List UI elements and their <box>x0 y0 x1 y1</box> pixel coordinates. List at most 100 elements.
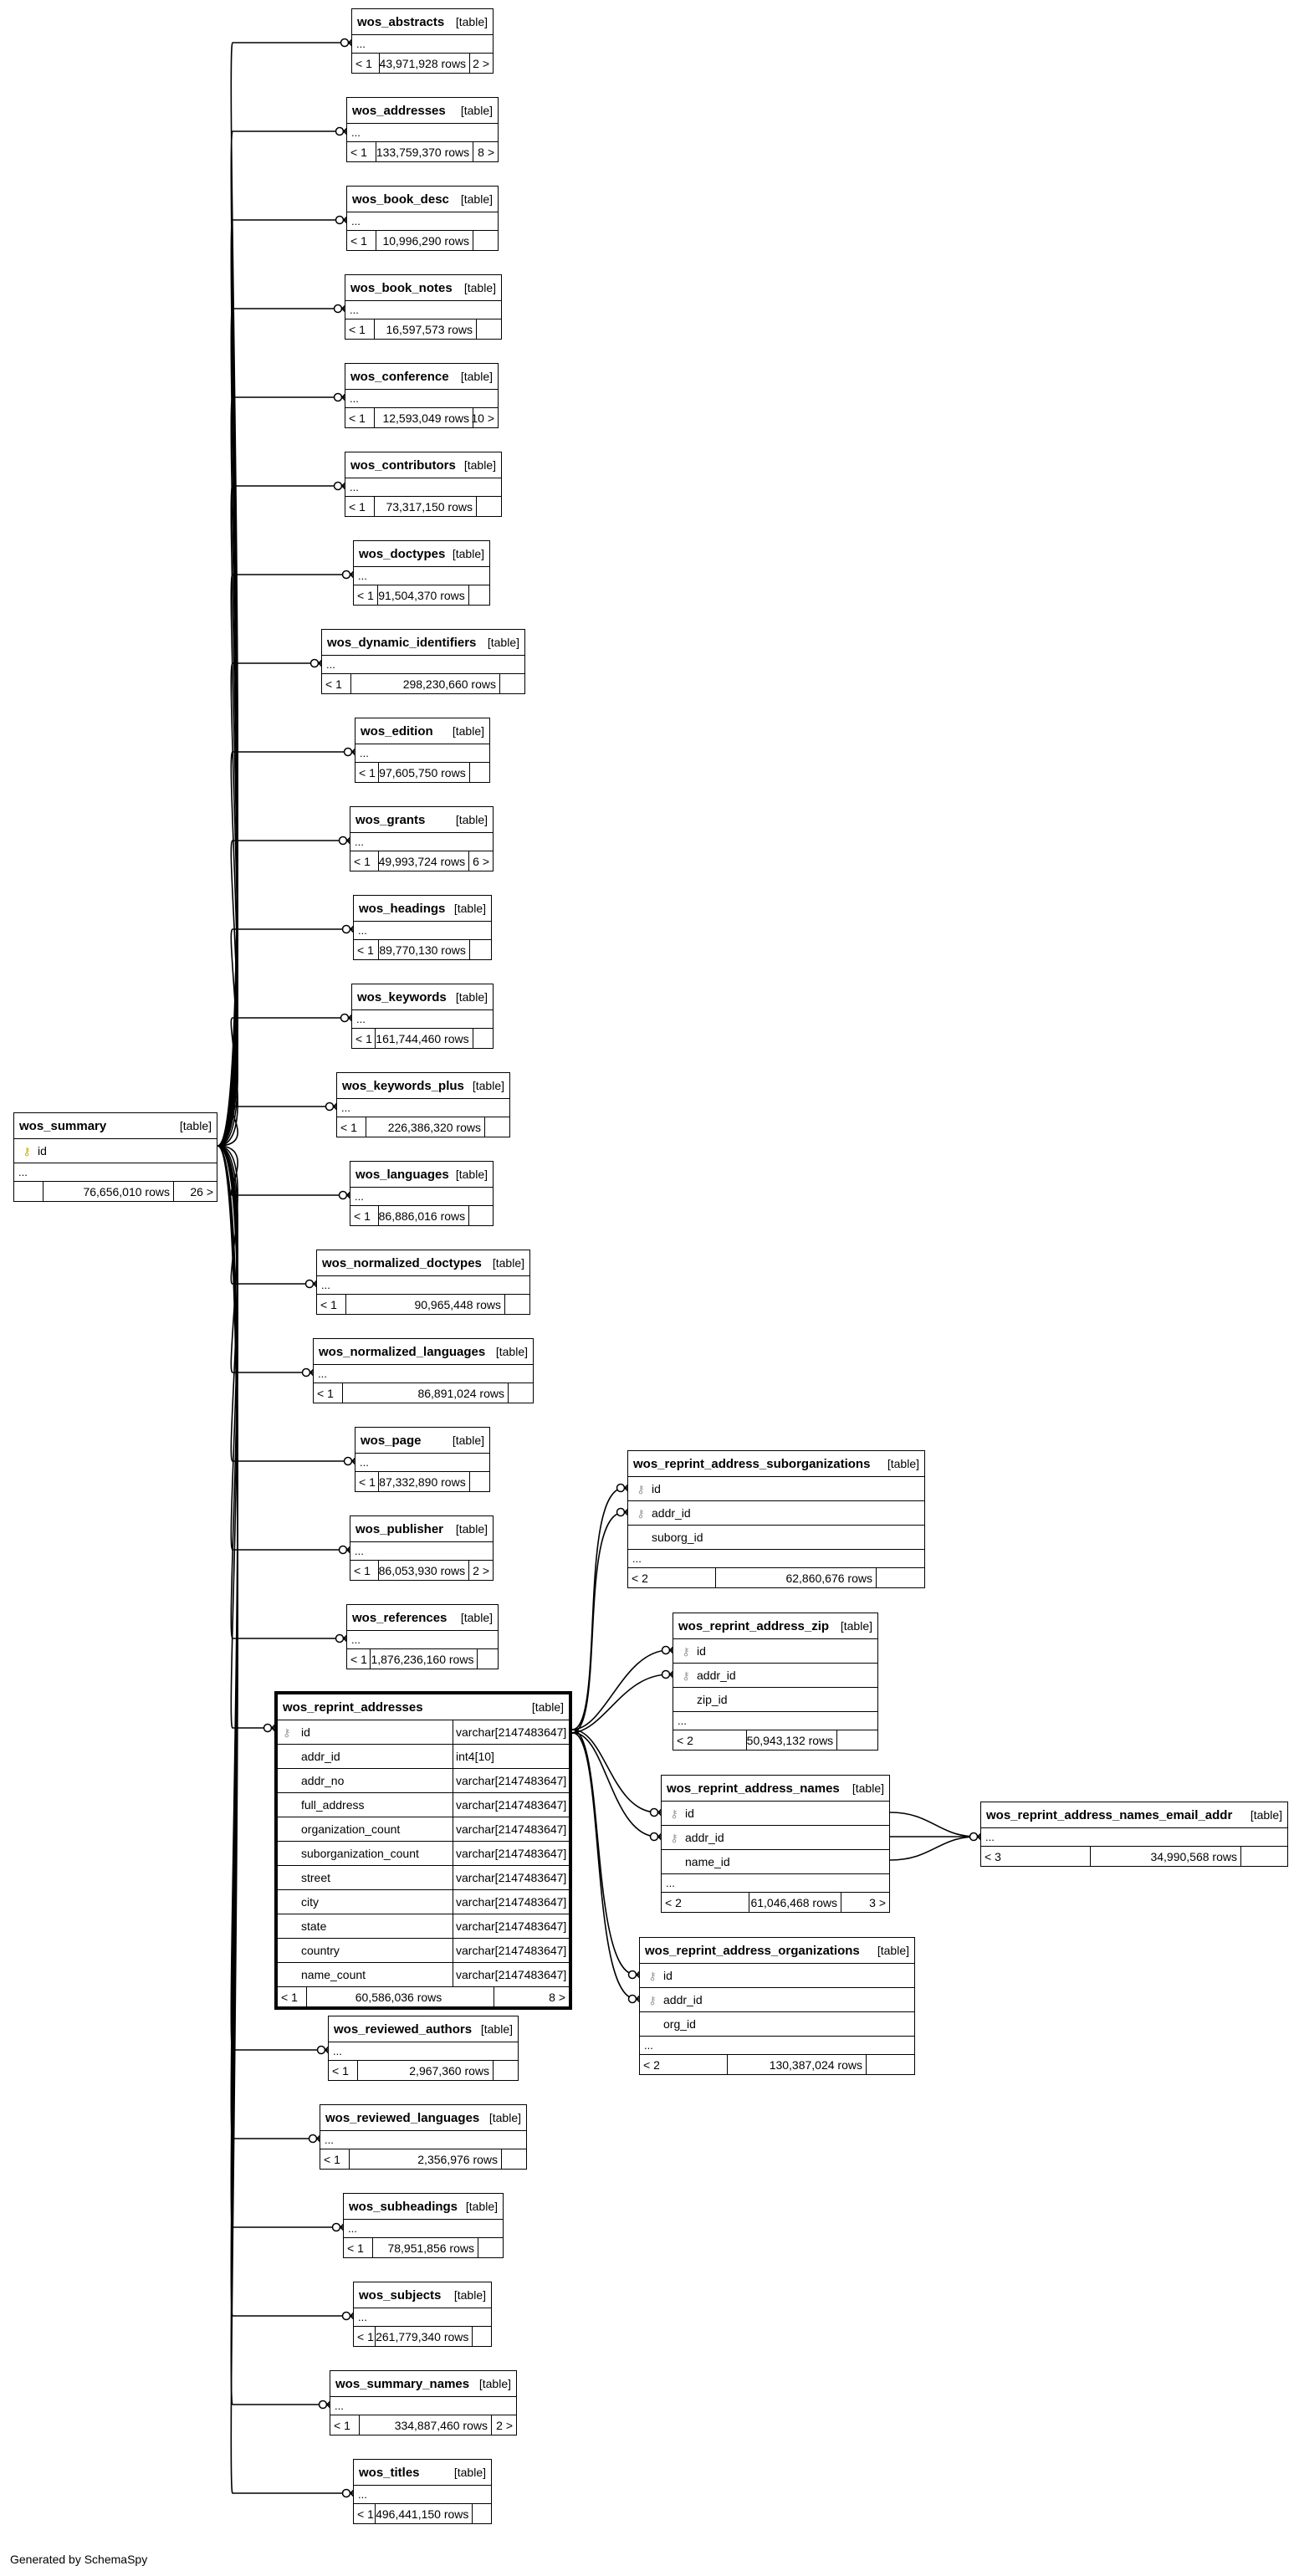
child-count <box>477 1649 498 1669</box>
table-wos-reprint-address-zip[interactable]: wos_reprint_address_zip [table] ⚷id⚷addr… <box>673 1613 878 1751</box>
table-name[interactable]: wos_reviewed_authors <box>334 2021 473 2037</box>
table-name[interactable]: wos_doctypes <box>359 546 446 561</box>
table-name[interactable]: wos_summary <box>19 1118 107 1133</box>
table-wos-abstracts[interactable]: wos_abstracts [table] ... < 1 43,971,928… <box>351 8 494 74</box>
edge-end-15-circle <box>301 1367 311 1377</box>
key-icon: ⚷ <box>23 1144 31 1158</box>
table-name[interactable]: wos_reprint_address_zip <box>678 1618 830 1633</box>
parent-count: < 2 <box>632 1571 648 1585</box>
table-header: wos_languages [table] <box>350 1162 493 1187</box>
column-name: addr_no <box>301 1774 345 1787</box>
table-header: wos_reprint_address_names [table] <box>662 1776 889 1801</box>
table-wos-conference[interactable]: wos_conference [table] ... < 1 12,593,04… <box>345 363 499 428</box>
table-name[interactable]: wos_reprint_address_names_email_addr <box>986 1807 1233 1822</box>
table-name[interactable]: wos_headings <box>359 901 446 916</box>
column-name: org_id <box>663 2017 696 2031</box>
table-wos-reviewed-languages[interactable]: wos_reviewed_languages [table] ... < 1 2… <box>320 2104 527 2170</box>
table-footer: < 1 73,317,150 rows <box>345 496 501 516</box>
column-name: zip_id <box>697 1693 728 1706</box>
table-wos-addresses[interactable]: wos_addresses [table] ... < 1 133,759,37… <box>346 97 499 162</box>
column-row: zip_id <box>673 1687 877 1711</box>
key-icon: ⚷ <box>670 1831 678 1844</box>
table-wos-reprint-addresses[interactable]: wos_reprint_addresses [table] ⚷id varcha… <box>274 1691 572 2010</box>
table-wos-reprint-address-names-email-addr[interactable]: wos_reprint_address_names_email_addr [ta… <box>980 1802 1288 1867</box>
table-name[interactable]: wos_reprint_addresses <box>283 1699 423 1715</box>
table-name[interactable]: wos_book_notes <box>350 280 453 295</box>
table-type: [table] <box>455 1168 488 1181</box>
table-name[interactable]: wos_references <box>352 1610 448 1625</box>
table-name[interactable]: wos_keywords <box>357 989 447 1004</box>
table-name[interactable]: wos_book_desc <box>352 192 449 207</box>
table-wos-contributors[interactable]: wos_contributors [table] ... < 1 73,317,… <box>345 452 502 517</box>
table-wos-subheadings[interactable]: wos_subheadings [table] ... < 1 78,951,8… <box>343 2193 504 2258</box>
table-wos-dynamic-identifiers[interactable]: wos_dynamic_identifiers [table] ... < 1 … <box>321 629 525 694</box>
table-type: [table] <box>487 636 519 649</box>
table-wos-normalized-languages[interactable]: wos_normalized_languages [table] ... < 1… <box>313 1338 534 1403</box>
table-wos-book-notes[interactable]: wos_book_notes [table] ... < 1 16,597,57… <box>345 274 502 340</box>
table-name[interactable]: wos_languages <box>355 1167 449 1182</box>
column-name: full_address <box>301 1798 365 1812</box>
table-name[interactable]: wos_reprint_address_suborganizations <box>633 1456 871 1471</box>
table-name[interactable]: wos_grants <box>355 812 426 827</box>
table-name[interactable]: wos_subheadings <box>349 2199 458 2214</box>
table-wos-subjects[interactable]: wos_subjects [table] ... < 1 261,779,340… <box>353 2282 492 2347</box>
edge-focus-1-0 <box>571 1649 670 1730</box>
table-wos-book-desc[interactable]: wos_book_desc [table] ... < 1 10,996,290… <box>346 186 499 251</box>
table-wos-keywords-plus[interactable]: wos_keywords_plus [table] ... < 1 226,38… <box>336 1072 510 1137</box>
table-wos-languages[interactable]: wos_languages [table] ... < 1 86,886,016… <box>350 1161 494 1226</box>
table-name[interactable]: wos_conference <box>350 369 449 384</box>
table-type: [table] <box>455 15 488 28</box>
table-name[interactable]: wos_page <box>361 1433 422 1448</box>
table-header: wos_grants [table] <box>350 807 493 832</box>
table-footer: < 1 261,779,340 rows <box>354 2326 491 2346</box>
column-type: varchar[2147483647] <box>456 1871 567 1884</box>
table-name[interactable]: wos_abstracts <box>357 14 445 29</box>
table-name[interactable]: wos_publisher <box>355 1521 444 1536</box>
child-count: 2 > <box>491 2415 516 2435</box>
table-wos-titles[interactable]: wos_titles [table] ... < 1 496,441,150 r… <box>353 2459 492 2524</box>
table-name[interactable]: wos_titles <box>359 2465 420 2480</box>
table-name[interactable]: wos_reprint_address_organizations <box>645 1943 860 1958</box>
table-wos-headings[interactable]: wos_headings [table] ... < 1 89,770,130 … <box>353 895 492 960</box>
table-wos-publisher[interactable]: wos_publisher [table] ... < 1 86,053,930… <box>350 1515 494 1581</box>
table-wos-page[interactable]: wos_page [table] ... < 1 87,332,890 rows <box>355 1427 490 1492</box>
parent-count: < 1 <box>355 56 372 70</box>
table-wos-summary[interactable]: wos_summary [table] ⚷ id ... 76,656,010 … <box>13 1112 217 1202</box>
table-wos-reprint-address-organizations[interactable]: wos_reprint_address_organizations [table… <box>639 1937 915 2075</box>
table-name[interactable]: wos_normalized_languages <box>319 1344 486 1359</box>
table-name[interactable]: wos_summary_names <box>335 2376 470 2391</box>
row-count: 226,386,320 rows <box>366 1117 484 1137</box>
table-name[interactable]: wos_edition <box>361 723 433 739</box>
table-wos-summary-names[interactable]: wos_summary_names [table] ... < 1 334,88… <box>330 2370 517 2435</box>
row-count: 2,356,976 rows <box>349 2149 501 2169</box>
table-name[interactable]: wos_subjects <box>359 2287 442 2303</box>
table-wos-reprint-address-suborganizations[interactable]: wos_reprint_address_suborganizations [ta… <box>627 1450 925 1588</box>
ellipsis-row: ... <box>354 566 489 585</box>
table-wos-grants[interactable]: wos_grants [table] ... < 1 49,993,724 ro… <box>350 806 494 871</box>
table-header: wos_contributors [table] <box>345 452 501 478</box>
table-wos-references[interactable]: wos_references [table] ... < 1 1,876,236… <box>346 1604 499 1669</box>
column-name: id <box>301 1725 310 1739</box>
table-wos-normalized-doctypes[interactable]: wos_normalized_doctypes [table] ... < 1 … <box>316 1250 530 1315</box>
edge-focus-0-0 <box>571 1487 625 1730</box>
table-name[interactable]: wos_addresses <box>352 103 446 118</box>
parent-count: < 1 <box>359 1475 376 1489</box>
table-type: [table] <box>463 281 496 294</box>
table-wos-keywords[interactable]: wos_keywords [table] ... < 1 161,744,460… <box>351 984 494 1049</box>
table-wos-edition[interactable]: wos_edition [table] ... < 1 97,605,750 r… <box>355 718 490 783</box>
table-name[interactable]: wos_normalized_doctypes <box>322 1255 482 1270</box>
table-name[interactable]: wos_dynamic_identifiers <box>327 635 477 650</box>
row-count: 10,996,290 rows <box>376 231 473 250</box>
table-name[interactable]: wos_contributors <box>350 457 456 473</box>
generated-by-footer[interactable]: Generated by SchemaSpy <box>10 2553 148 2566</box>
table-name[interactable]: wos_reviewed_languages <box>325 2110 480 2125</box>
table-wos-doctypes[interactable]: wos_doctypes [table] ... < 1 91,504,370 … <box>353 540 490 606</box>
table-type: [table] <box>455 1522 488 1536</box>
table-wos-reviewed-authors[interactable]: wos_reviewed_authors [table] ... < 1 2,9… <box>328 2016 519 2081</box>
column-type: varchar[2147483647] <box>456 1798 567 1812</box>
key-icon: ⚷ <box>637 1482 645 1495</box>
table-name[interactable]: wos_reprint_address_names <box>667 1781 840 1796</box>
table-name[interactable]: wos_keywords_plus <box>342 1078 464 1093</box>
table-wos-reprint-address-names[interactable]: wos_reprint_address_names [table] ⚷id⚷ad… <box>661 1775 890 1913</box>
table-type: [table] <box>453 902 486 915</box>
